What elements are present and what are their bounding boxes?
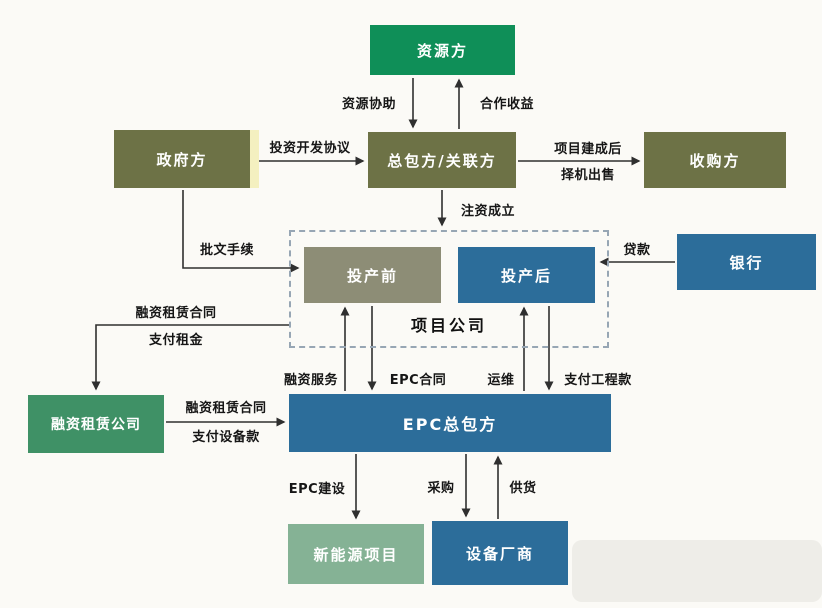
label-approval: 批文手续 (199, 243, 254, 258)
node-contractor: 总包方/关联方 (368, 132, 516, 188)
node-epc-contractor: EPC总包方 (289, 394, 611, 452)
node-pre-production: 投产前 (304, 247, 441, 303)
label-coop-income: 合作收益 (479, 97, 534, 112)
node-equipment-vendor: 设备厂商 (432, 521, 568, 585)
node-bank: 银行 (677, 234, 816, 290)
node-new-energy-project: 新能源项目 (288, 524, 424, 584)
label-resource-assist: 资源协助 (341, 97, 396, 112)
node-post-production: 投产后 (458, 247, 595, 303)
label-invest-dev: 投资开发协议 (269, 141, 351, 156)
label-epc-contract: EPC合同 (389, 373, 447, 388)
node-resource: 资源方 (370, 25, 515, 75)
label-pay-construction: 支付工程款 (564, 373, 632, 388)
arrow-lease-left (91, 324, 289, 391)
label-after-completion: 项目建成后 (554, 142, 622, 157)
label-supply: 供货 (509, 481, 537, 496)
node-leasing-company: 融资租赁公司 (28, 395, 164, 453)
watermark-remnant (572, 540, 822, 602)
label-procurement: 采购 (427, 481, 455, 496)
label-capital-injection: 注资成立 (460, 204, 515, 219)
label-epc-build: EPC建设 (288, 482, 346, 497)
label-lease-contract-pc: 融资租赁合同 (135, 306, 217, 321)
node-acquirer: 收购方 (644, 132, 786, 188)
government-accent-strip (250, 130, 259, 188)
label-pay-rent: 支付租金 (148, 333, 203, 348)
label-pay-equipment: 支付设备款 (192, 430, 260, 445)
project-company-group (289, 230, 609, 348)
arrow-approval (182, 190, 300, 273)
label-financing-service: 融资服务 (283, 373, 338, 388)
label-om: 运维 (487, 373, 515, 388)
label-loan: 贷款 (623, 243, 651, 258)
label-lease-contract-epc: 融资租赁合同 (185, 401, 267, 416)
node-government: 政府方 (114, 130, 250, 188)
project-company-label: 项目公司 (410, 316, 487, 335)
label-opportunistic-sale: 择机出售 (560, 168, 615, 183)
